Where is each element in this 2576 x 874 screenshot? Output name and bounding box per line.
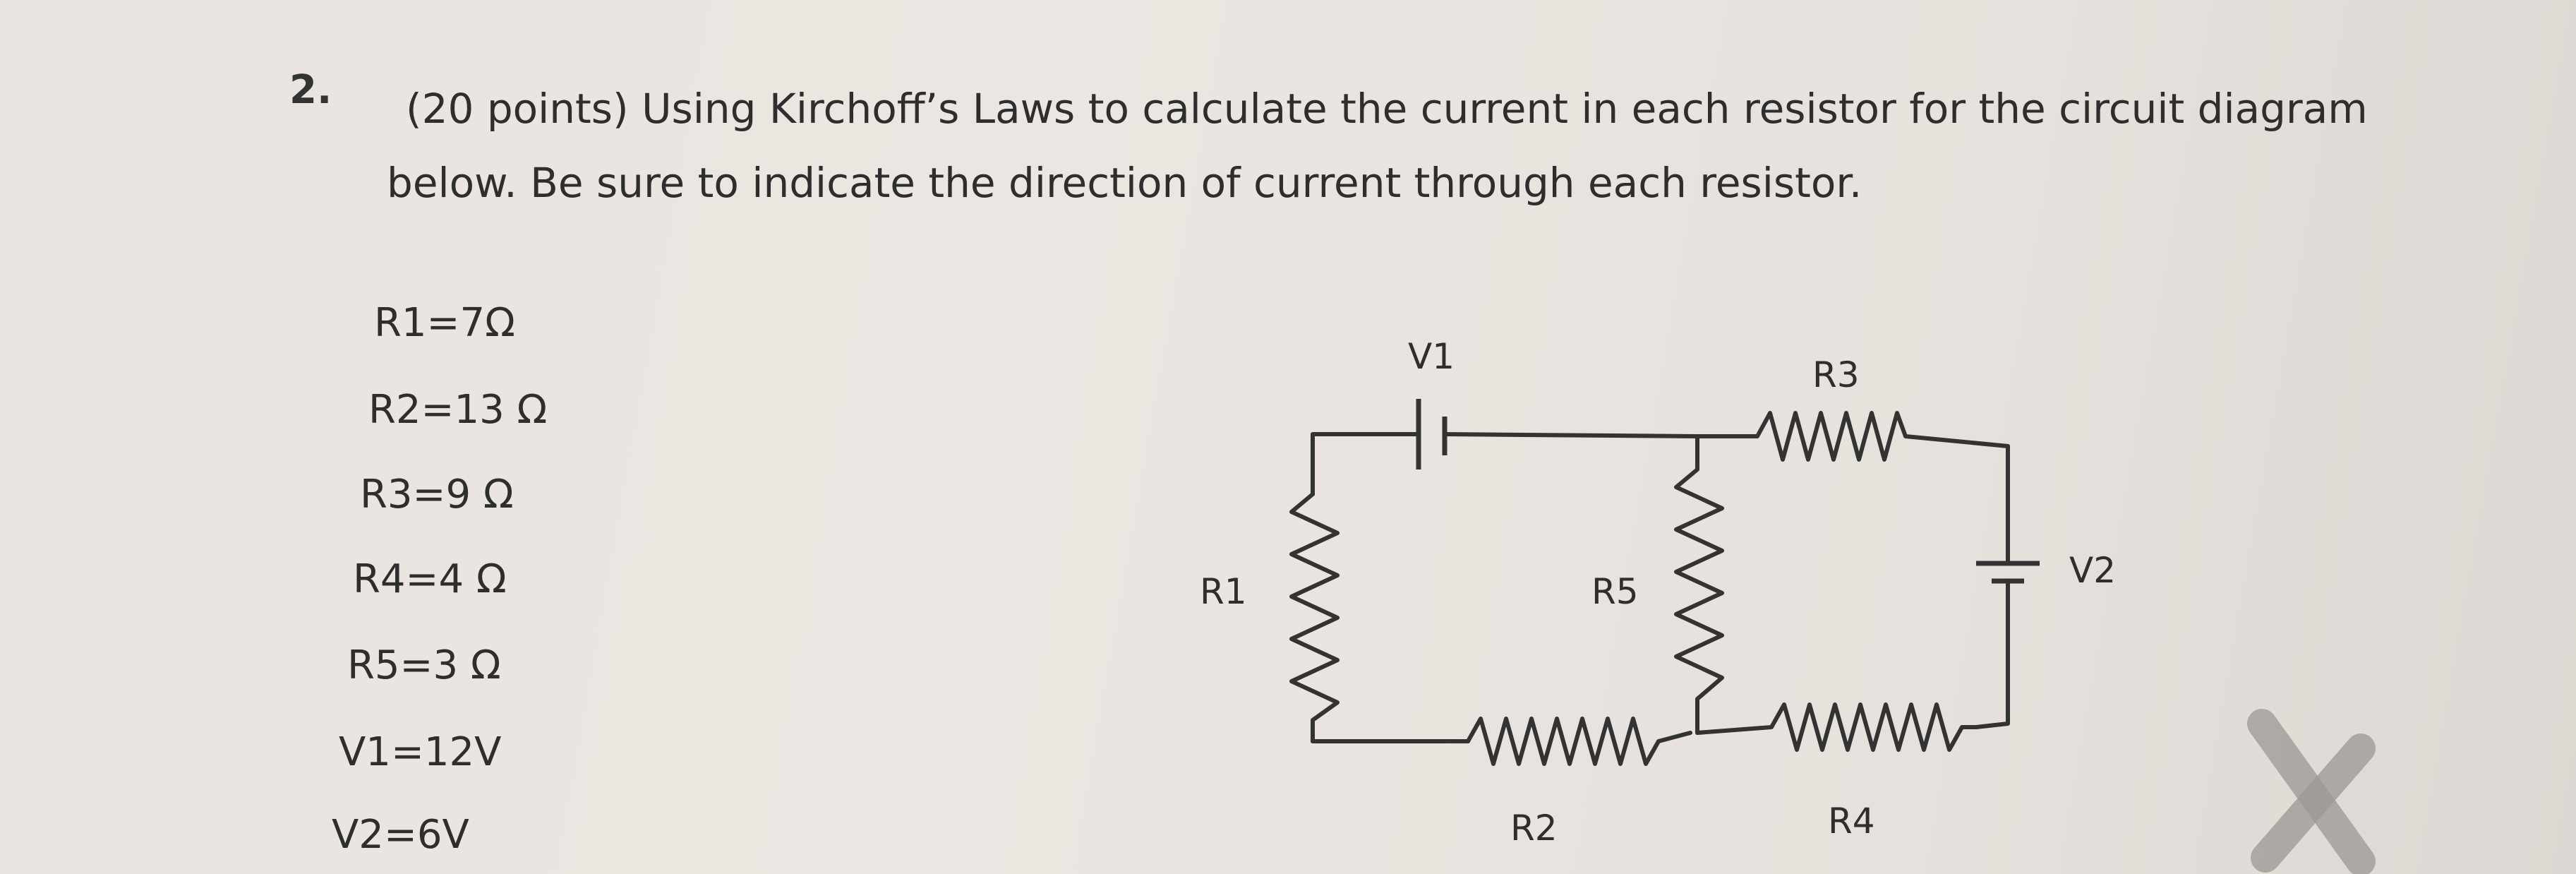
- given-r3: R3=9 Ω: [360, 472, 514, 517]
- pencil-x-mark: [2247, 709, 2376, 874]
- label-r5: R5: [1591, 571, 1639, 612]
- label-r4: R4: [1828, 801, 1875, 842]
- label-v2: V2: [2069, 550, 2116, 591]
- given-r5: R5=3 Ω: [347, 642, 501, 688]
- given-v2: V2=6V: [332, 812, 469, 858]
- label-r3: R3: [1812, 354, 1860, 395]
- label-v1: V1: [1408, 336, 1455, 377]
- question-number: 2.: [289, 67, 332, 113]
- given-v1: V1=12V: [339, 729, 502, 775]
- resistor-r4: [1695, 702, 1978, 752]
- question-text-line-1: (20 points) Using Kirchoff’s Laws to cal…: [406, 85, 2368, 133]
- wire-top-middle: [1443, 432, 1699, 438]
- wire-top-left: [1311, 432, 1421, 496]
- resistor-r1: [1289, 492, 1340, 743]
- label-r2: R2: [1510, 808, 1558, 849]
- given-r1: R1=7Ω: [374, 300, 515, 346]
- resistor-r5: [1674, 434, 1724, 735]
- question-text-line-2: below. Be sure to indicate the direction…: [387, 159, 1862, 207]
- resistor-r3: [1695, 411, 2010, 462]
- given-r4: R4=4 Ω: [353, 556, 507, 602]
- label-r1: R1: [1200, 571, 1247, 612]
- wire-right-lower: [1974, 579, 2010, 729]
- resistor-r2: [1466, 717, 1692, 766]
- given-r2: R2=13 Ω: [368, 387, 548, 433]
